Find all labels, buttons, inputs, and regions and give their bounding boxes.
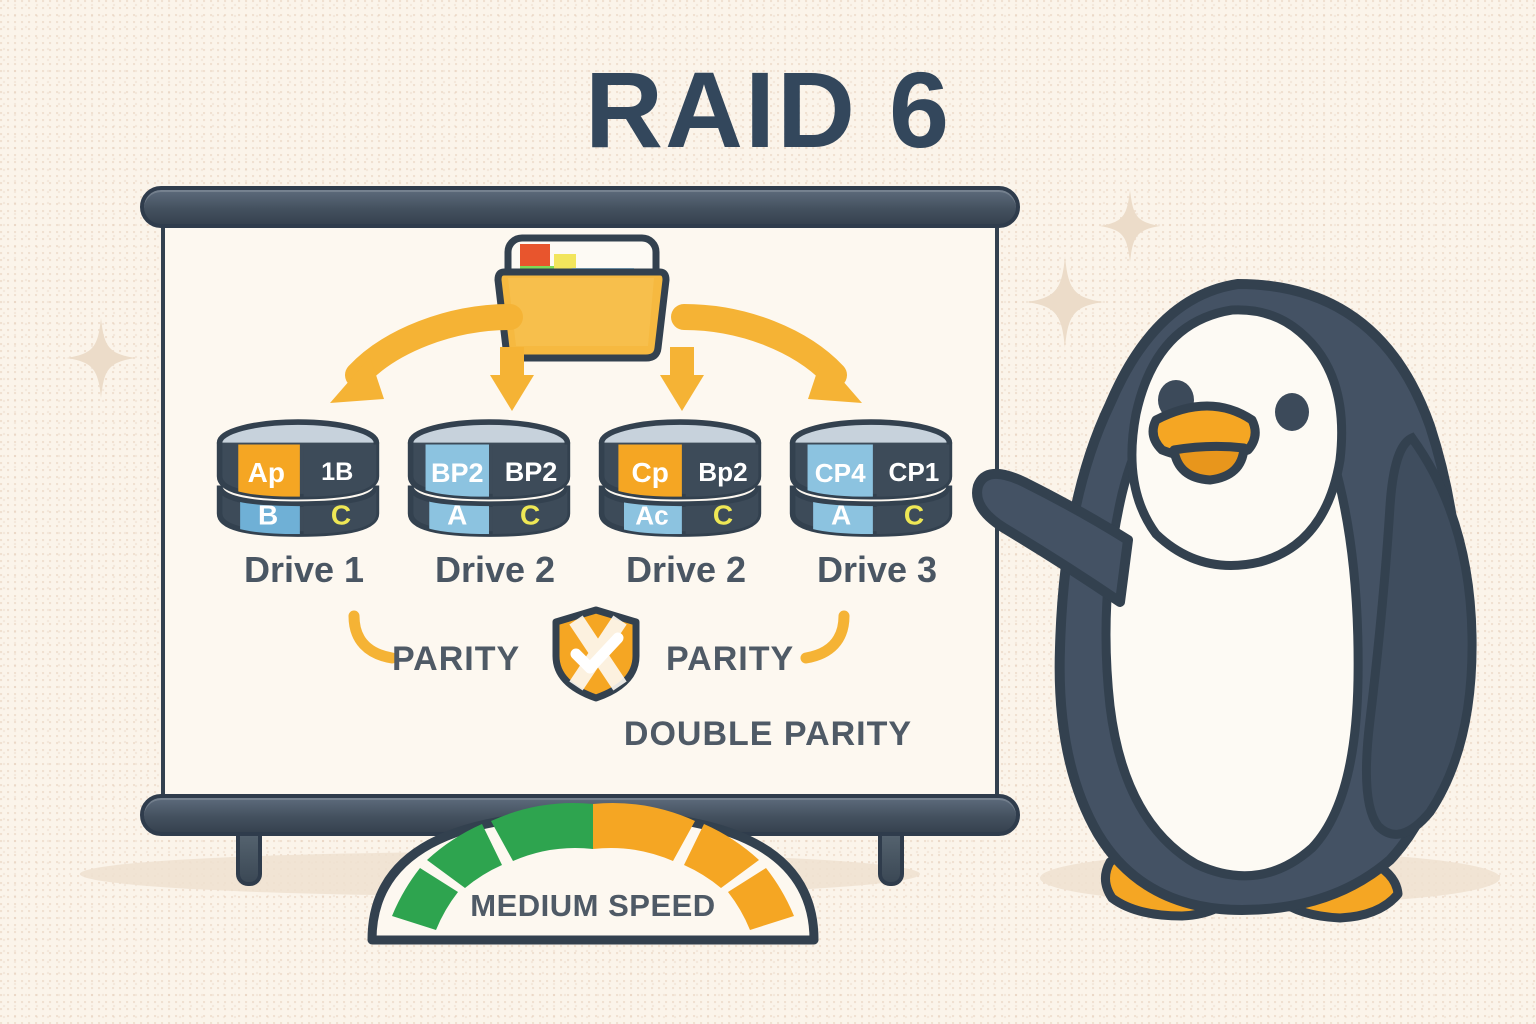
drive-label-4: Drive 3 <box>816 549 938 590</box>
drive-label-3: Drive 2 <box>625 549 747 590</box>
board-top-bar <box>140 186 1020 228</box>
drive-cell-text: A <box>831 500 851 531</box>
drive-cell-text: CP1 <box>889 457 940 487</box>
parity-curve-left-icon <box>348 610 398 664</box>
penguin-mascot <box>972 278 1477 923</box>
board-leg-left <box>236 830 262 886</box>
drive-label-2: Drive 2 <box>434 549 556 590</box>
cell-fill <box>238 444 300 497</box>
speed-gauge <box>367 803 819 945</box>
folder-with-documents-icon <box>494 234 670 362</box>
drive-cylinder-2: BP2 BP2 A C <box>407 419 571 537</box>
drive-cell-text: B <box>258 500 278 531</box>
drive-cell-text: C <box>904 500 924 531</box>
double-parity-caption: DOUBLE PARITY <box>623 715 913 753</box>
shield-check-icon <box>552 606 640 702</box>
penguin-wing-right <box>1361 432 1477 839</box>
penguin-wing-left <box>972 469 1133 607</box>
penguin-eye-right <box>1275 393 1309 431</box>
drive-cell-text: CP4 <box>815 458 866 488</box>
parity-curve-right-icon <box>800 610 850 664</box>
gauge-label: MEDIUM SPEED <box>470 888 716 923</box>
gauge-segments <box>392 803 794 930</box>
drive-cell-text: BP2 <box>431 458 484 488</box>
page-title: RAID 6 <box>584 49 952 170</box>
distribute-arrows-icon <box>330 304 862 411</box>
drive-cell-text: 1B <box>321 458 353 486</box>
drive-cell-text: C <box>331 500 351 531</box>
drive-cell-text: BP2 <box>505 457 558 487</box>
drive-label-1: Drive 1 <box>243 549 365 590</box>
drive-cylinder-1: Ap 1B B C <box>216 419 380 537</box>
drive-cell-text: C <box>713 500 733 531</box>
drive-cell-text: Cp <box>631 457 668 488</box>
drive-cylinder-4: CP4 CP1 A C <box>789 419 953 537</box>
parity-label-left: PARITY <box>392 640 521 678</box>
drive-cell-text: A <box>447 500 467 531</box>
board-leg-right <box>878 830 904 886</box>
drive-cell-text: Ac <box>635 501 668 531</box>
drive-cell-text: Ap <box>248 457 285 488</box>
drive-cell-text: C <box>520 500 540 531</box>
drive-cell-text: Bp2 <box>698 457 747 487</box>
parity-label-right: PARITY <box>666 640 795 678</box>
drive-cylinder-3: Cp Bp2 Ac C <box>598 419 762 537</box>
penguin-beak-lower <box>1169 441 1249 485</box>
